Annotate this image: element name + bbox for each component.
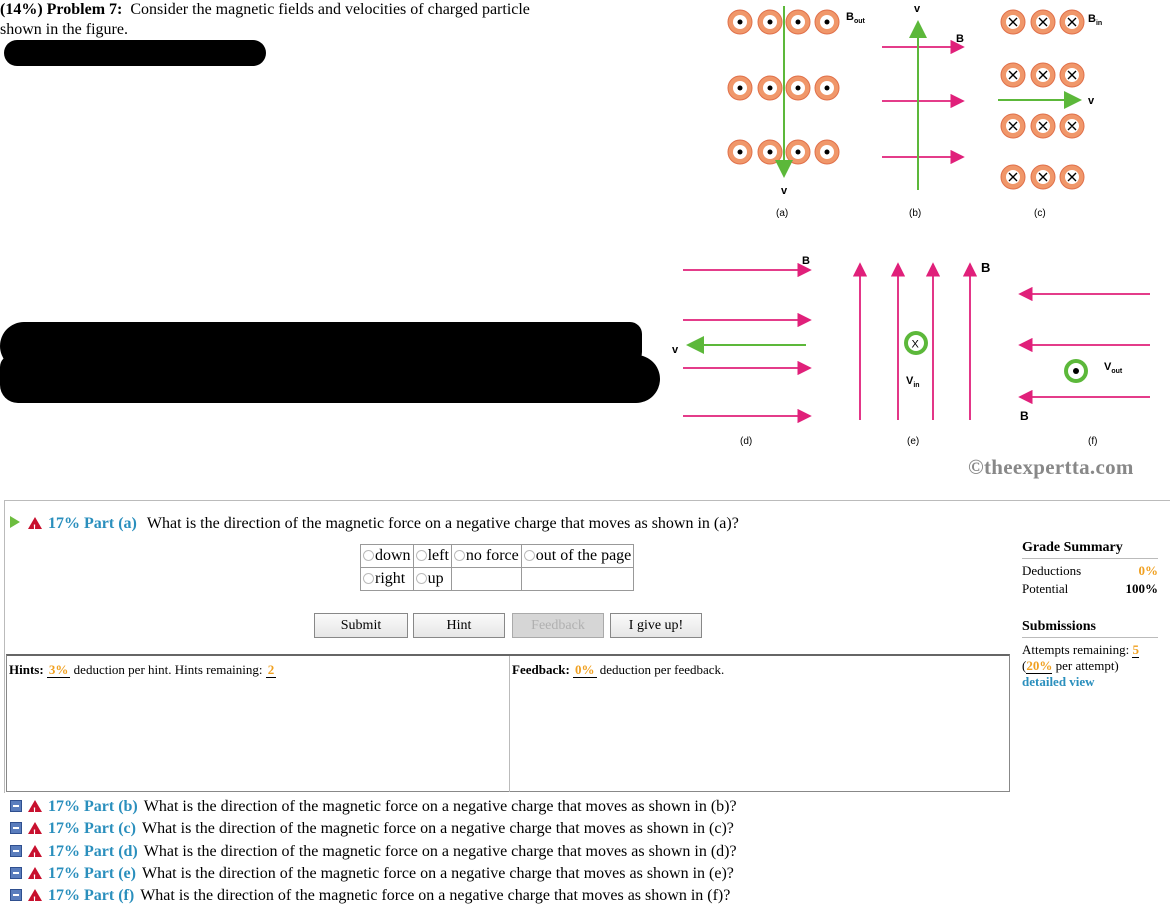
x-mark-e: X <box>912 339 920 351</box>
radio-icon[interactable] <box>523 550 535 561</box>
warning-icon <box>28 845 42 866</box>
part-a-panel <box>4 500 1170 793</box>
hints-remaining: 2 <box>265 662 277 678</box>
radio-icon[interactable] <box>453 550 465 561</box>
expand-icon[interactable] <box>10 800 22 812</box>
part-b-row[interactable]: 17% Part (b)What is the direction of the… <box>10 797 737 821</box>
attempts-info: Attempts remaining: 5 <box>1022 642 1139 658</box>
panel-label-d: (d) <box>740 436 752 447</box>
grade-summary: Grade Summary Deductions 0% Potential 10… <box>1022 540 1158 690</box>
choice-up[interactable]: up <box>412 567 452 591</box>
submissions-title: Submissions <box>1022 619 1158 638</box>
part-a-question: What is the direction of the magnetic fo… <box>146 515 739 532</box>
part-c-row[interactable]: 17% Part (c)What is the direction of the… <box>10 819 734 843</box>
expand-icon[interactable] <box>10 867 22 879</box>
problem-text-line1: Consider the magnetic fields and velocit… <box>130 1 530 18</box>
part-a-label: Part (a) <box>84 515 137 532</box>
panel-label-a: (a) <box>776 208 788 219</box>
warning-icon <box>28 867 42 888</box>
radio-icon[interactable] <box>363 550 374 561</box>
copyright-watermark: ©theexpertta.com <box>968 455 1134 479</box>
potential-label: Potential <box>1022 581 1069 596</box>
deductions-label: Deductions <box>1022 563 1082 578</box>
panel-f: Vout B (f) <box>1018 286 1150 447</box>
svg-text:B: B <box>1020 409 1029 423</box>
warning-icon <box>28 822 42 843</box>
panel-b: v B (b) <box>882 3 965 219</box>
part-a-header[interactable]: 17% Part (a) What is the direction of th… <box>10 514 739 538</box>
expand-icon[interactable] <box>10 845 22 857</box>
svg-text:Vout: Vout <box>1104 361 1123 375</box>
svg-text:B: B <box>956 33 964 45</box>
part-f-row[interactable]: 17% Part (f)What is the direction of the… <box>10 886 730 910</box>
panel-d: v B (d) <box>672 255 812 447</box>
give-up-button[interactable]: I give up! <box>610 613 702 638</box>
attempts-remaining: 5 <box>1132 642 1139 658</box>
redaction-mark <box>0 355 660 403</box>
b-in-label: B <box>1088 13 1096 25</box>
feedback-deduction: 0% <box>573 662 597 678</box>
hints-info: Hints: 3% deduction per hint. Hints rema… <box>9 662 277 678</box>
svg-text:Vin: Vin <box>906 375 920 389</box>
part-a-percent: 17% <box>48 515 80 532</box>
hint-button[interactable]: Hint <box>413 613 505 638</box>
warning-icon <box>28 800 42 821</box>
part-e-row[interactable]: 17% Part (e)What is the direction of the… <box>10 864 734 888</box>
svg-text:B: B <box>802 255 810 267</box>
panel-label-b: (b) <box>909 208 921 219</box>
hints-pane: Hints: 3% deduction per hint. Hints rema… <box>7 656 510 792</box>
choice-right[interactable]: right <box>360 567 414 591</box>
empty-cell <box>450 567 522 591</box>
panel-label-f: (f) <box>1088 436 1097 447</box>
detailed-view-link[interactable]: detailed view <box>1022 674 1095 689</box>
problem-text-line2: shown in the figure. <box>0 21 128 38</box>
choice-down[interactable]: down <box>360 544 414 568</box>
grade-summary-title: Grade Summary <box>1022 540 1158 559</box>
svg-text:v: v <box>1088 95 1095 107</box>
warning-icon <box>28 889 42 910</box>
radio-icon[interactable] <box>415 550 427 561</box>
panel-e: X Vin B (e) <box>852 260 990 447</box>
choice-no-force[interactable]: no force <box>450 544 522 568</box>
problem-statement: (14%) Problem 7: Consider the magnetic f… <box>0 0 660 40</box>
deductions-value: 0% <box>1138 563 1159 578</box>
part-d-row[interactable]: 17% Part (d)What is the direction of the… <box>10 842 737 866</box>
warning-icon <box>28 517 42 538</box>
problem-label: Problem 7: <box>46 1 123 18</box>
submit-button[interactable]: Submit <box>314 613 408 638</box>
svg-text:B: B <box>981 260 990 275</box>
magnetic-field-figure: Bout v (a) v B (b) <box>672 3 1150 447</box>
answer-choices: down left no force out of the page right… <box>360 544 635 591</box>
radio-icon[interactable] <box>415 573 427 584</box>
svg-text:Bin: Bin <box>1088 13 1102 27</box>
feedback-info: Feedback: 0% deduction per feedback. <box>512 662 725 678</box>
panel-c: v Bin (c) <box>998 9 1102 219</box>
per-attempt-info: (20% per attempt) <box>1022 658 1119 674</box>
svg-text:Bout: Bout <box>846 11 866 25</box>
svg-text:v: v <box>914 3 921 15</box>
panel-label-e: (e) <box>907 436 919 447</box>
expand-icon[interactable] <box>10 889 22 901</box>
b-out-label: B <box>846 11 854 23</box>
feedback-button: Feedback <box>512 613 604 638</box>
hint-deduction: 3% <box>46 662 71 678</box>
redaction-mark <box>4 40 266 66</box>
expand-icon[interactable] <box>10 822 22 834</box>
hint-feedback-area: Hints: 3% deduction per hint. Hints rema… <box>6 654 1010 792</box>
play-icon <box>10 516 20 528</box>
empty-cell <box>520 567 635 591</box>
problem-percent: (14%) <box>0 1 43 18</box>
potential-value: 100% <box>1125 581 1159 596</box>
svg-text:v: v <box>672 344 679 356</box>
choice-left[interactable]: left <box>412 544 452 568</box>
panel-label-c: (c) <box>1034 208 1046 219</box>
radio-icon[interactable] <box>363 573 374 584</box>
choice-out-of-page[interactable]: out of the page <box>520 544 635 568</box>
panel-a: Bout v (a) <box>727 6 866 219</box>
v-label: v <box>781 185 788 197</box>
